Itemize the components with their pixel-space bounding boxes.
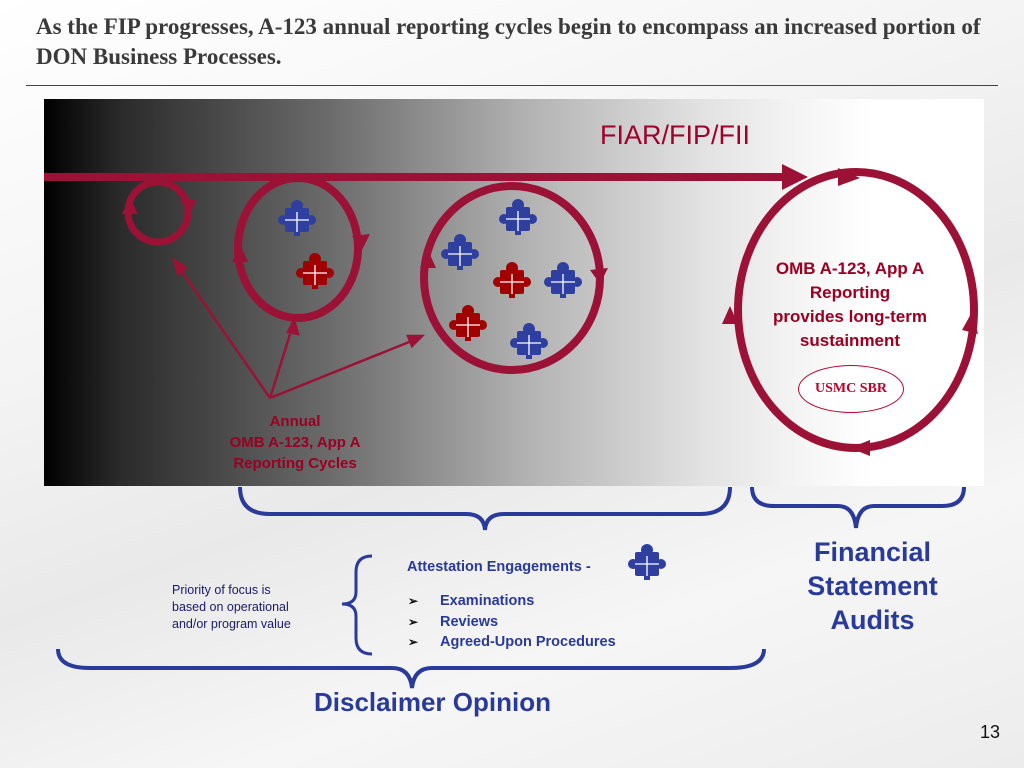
timeline-arrow bbox=[44, 164, 808, 190]
puzzle-piece-icon bbox=[493, 262, 531, 298]
sustainment-cycle bbox=[722, 168, 978, 456]
puzzle-piece-icon bbox=[296, 253, 334, 289]
brace-annual-cycles bbox=[238, 486, 732, 531]
page-number: 13 bbox=[979, 722, 1000, 742]
cycle-loop-medium bbox=[232, 174, 370, 322]
brace-financial-audits bbox=[750, 486, 966, 529]
annual-cycles-line: OMB A-123, App A bbox=[229, 434, 361, 451]
brace-disclaimer bbox=[56, 648, 766, 689]
annual-cycles-line: Annual bbox=[269, 413, 321, 430]
puzzle-piece-icon bbox=[628, 544, 666, 580]
list-item: ➢ Examinations bbox=[408, 591, 616, 612]
slide-title: As the FIP progresses, A-123 annual repo… bbox=[36, 14, 981, 69]
priority-line: based on operational bbox=[172, 600, 289, 614]
sustainment-line: OMB A-123, App A bbox=[775, 259, 925, 278]
arrow-bullet-icon: ➢ bbox=[408, 594, 419, 608]
annual-cycles-line: Reporting Cycles bbox=[233, 455, 357, 472]
sustainment-line: provides long-term bbox=[773, 307, 927, 326]
attestation-list: ➢ Examinations ➢ Reviews ➢ Agreed-Upon Proc… bbox=[408, 591, 616, 653]
list-item: ➢ Agreed-Upon Procedures bbox=[408, 632, 616, 653]
attestation-heading: Attestation Engagements - bbox=[407, 559, 591, 575]
list-item-label: Reviews bbox=[440, 613, 499, 630]
fsa-line: Financial bbox=[813, 537, 932, 567]
list-item-label: Examinations bbox=[440, 593, 535, 609]
priority-line: Priority of focus is bbox=[172, 583, 271, 597]
puzzle-piece-icon bbox=[449, 305, 487, 341]
puzzle-piece-icon bbox=[544, 262, 582, 298]
timeline-label: FIAR/FIP/FII bbox=[599, 120, 750, 150]
cycle-loop-large bbox=[420, 182, 608, 374]
arrow-bullet-icon: ➢ bbox=[408, 635, 419, 649]
fsa-line: Statement bbox=[807, 571, 938, 601]
usmc-sbr-badge: USMC SBR bbox=[798, 365, 904, 413]
brace-attestation bbox=[341, 554, 373, 656]
list-item: ➢ Reviews bbox=[408, 612, 616, 633]
sustainment-line: Reporting bbox=[809, 283, 891, 302]
fsa-line: Audits bbox=[830, 605, 915, 635]
sustainment-line: sustainment bbox=[799, 331, 901, 350]
list-item-label: Agreed-Upon Procedures bbox=[440, 634, 616, 650]
title-divider bbox=[26, 85, 998, 86]
cycle-pointer-arrows bbox=[171, 257, 426, 400]
arrow-bullet-icon: ➢ bbox=[408, 614, 419, 629]
financial-statement-audits-label: Financial Statement Audits bbox=[775, 535, 970, 637]
puzzle-piece-icon bbox=[278, 200, 316, 236]
puzzle-piece-icon bbox=[441, 234, 479, 270]
cycle-loop-small bbox=[122, 178, 196, 246]
puzzle-piece-icon bbox=[499, 199, 537, 235]
priority-note: Priority of focus is based on operationa… bbox=[172, 582, 332, 633]
puzzle-piece-icon bbox=[510, 323, 548, 359]
sustainment-label: OMB A-123, App A Reporting provides long… bbox=[752, 257, 948, 353]
annual-cycles-label: Annual OMB A-123, App A Reporting Cycles bbox=[205, 411, 385, 474]
disclaimer-opinion-label: Disclaimer Opinion bbox=[314, 687, 551, 717]
priority-line: and/or program value bbox=[172, 617, 291, 631]
